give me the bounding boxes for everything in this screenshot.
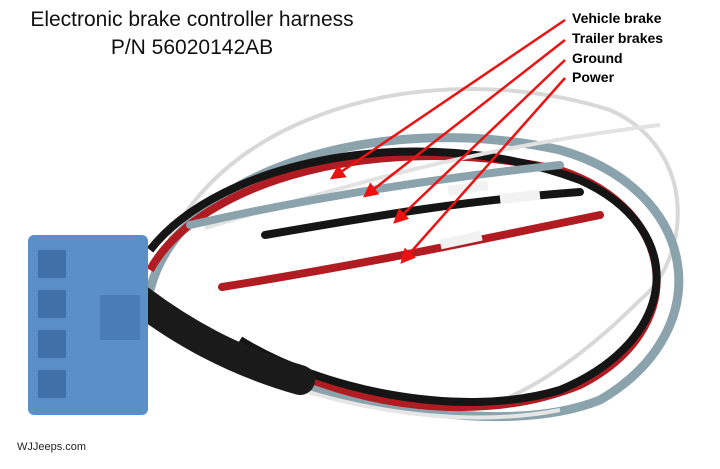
label-vehicle-brake: Vehicle brake — [572, 10, 662, 26]
diagram-title: Electronic brake controller harness — [30, 8, 354, 31]
label-ground: Ground — [572, 50, 623, 66]
arrow-ground — [393, 59, 566, 224]
arrow-vehicle-brake — [329, 18, 566, 180]
white-wire-loop — [148, 86, 680, 412]
black-wire-loop — [146, 147, 661, 406]
part-number: P/N 56020142AB — [110, 36, 274, 59]
blue-connector — [28, 235, 148, 415]
wire-tag — [439, 230, 483, 250]
label-power: Power — [572, 69, 615, 85]
arrow-trailer-brakes — [363, 39, 566, 198]
arrow-power — [400, 77, 566, 264]
wire-tag — [499, 189, 541, 205]
red-wire-end — [218, 211, 604, 291]
site-credit: WJJeeps.com — [17, 441, 87, 453]
label-trailer-brakes: Trailer brakes — [572, 30, 664, 46]
taped-bundle — [125, 285, 315, 395]
